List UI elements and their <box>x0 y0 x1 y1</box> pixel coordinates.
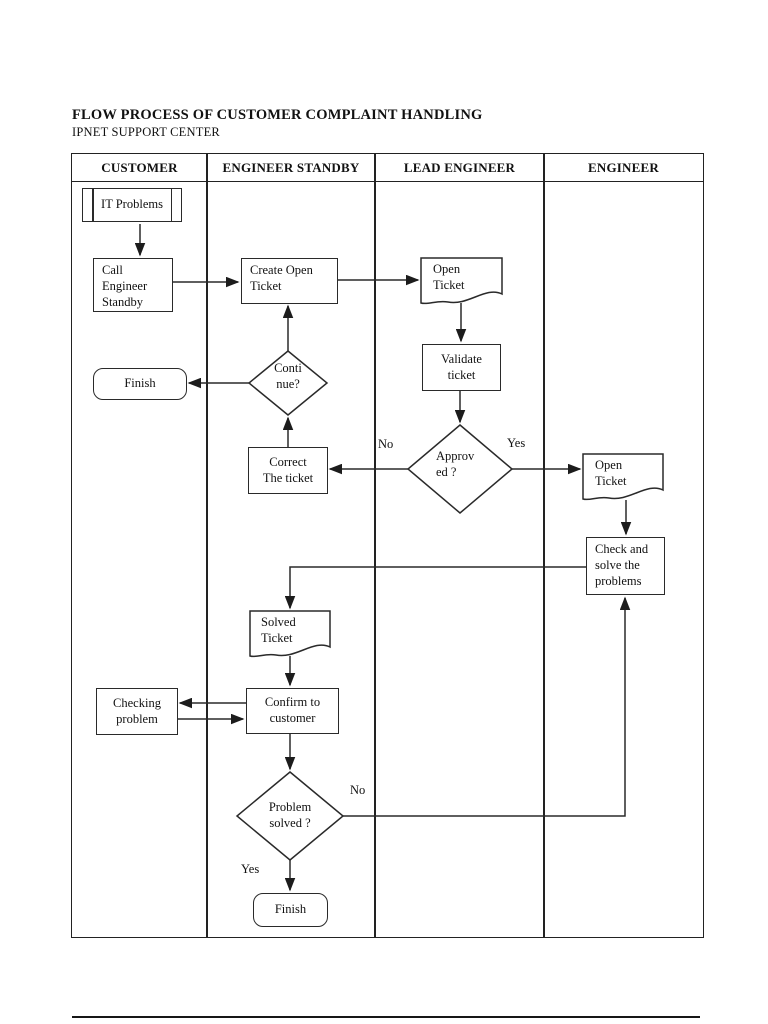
create-open-ticket-node: Create Open Ticket <box>241 258 338 304</box>
checking-problem-node: Checking problem <box>96 688 178 735</box>
finish-top-node: Finish <box>93 368 187 400</box>
problem-solved-yes-edge-label: Yes <box>241 862 260 876</box>
lane-header-engineer-standby: ENGINEER STANDBY <box>222 159 360 175</box>
approved-no-edge-label: No <box>378 437 394 451</box>
finish-bottom-node: Finish <box>253 893 328 927</box>
open-ticket-lead-label: Open Ticket <box>433 262 465 292</box>
lane-header-lead-engineer: LEAD ENGINEER <box>403 159 516 175</box>
problem-solved-decision-label: Problem solved ? <box>268 800 312 830</box>
predefined-process-bar-left <box>92 189 94 221</box>
approved-yes-edge-label: Yes <box>507 436 526 450</box>
page-title: FLOW PROCESS OF CUSTOMER COMPLAINT HANDL… <box>72 107 483 123</box>
validate-ticket-node: Validate ticket <box>422 344 501 391</box>
lane-divider-1 <box>206 154 208 937</box>
approved-decision-label: Approv ed ? <box>436 449 475 479</box>
continue-decision-label: Conti nue? <box>274 361 302 391</box>
confirm-to-customer-node: Confirm to customer <box>246 688 339 734</box>
footer-divider-line <box>72 1016 700 1019</box>
problem-solved-no-edge-label: No <box>350 783 366 797</box>
lane-divider-2 <box>374 154 376 937</box>
check-and-solve-node: Check and solve the problems <box>586 537 665 595</box>
lane-header-engineer: ENGINEER <box>588 159 659 175</box>
lane-header-customer: CUSTOMER <box>101 159 178 175</box>
swimlane-header-row: CUSTOMER ENGINEER STANDBY LEAD ENGINEER … <box>72 154 703 182</box>
call-engineer-standby-node: Call Engineer Standby <box>93 258 173 312</box>
predefined-process-bar-right <box>170 189 172 221</box>
it-problems-node: IT Problems <box>82 188 182 222</box>
correct-the-ticket-node: Correct The ticket <box>248 447 328 494</box>
lane-divider-3 <box>543 154 545 937</box>
swimlane-table: CUSTOMER ENGINEER STANDBY LEAD ENGINEER … <box>71 153 704 938</box>
open-ticket-engineer-label: Open Ticket <box>595 458 627 488</box>
it-problems-label: IT Problems <box>101 197 163 212</box>
solved-ticket-label: Solved Ticket <box>261 615 296 645</box>
page-subtitle: IPNET SUPPORT CENTER <box>72 125 220 139</box>
